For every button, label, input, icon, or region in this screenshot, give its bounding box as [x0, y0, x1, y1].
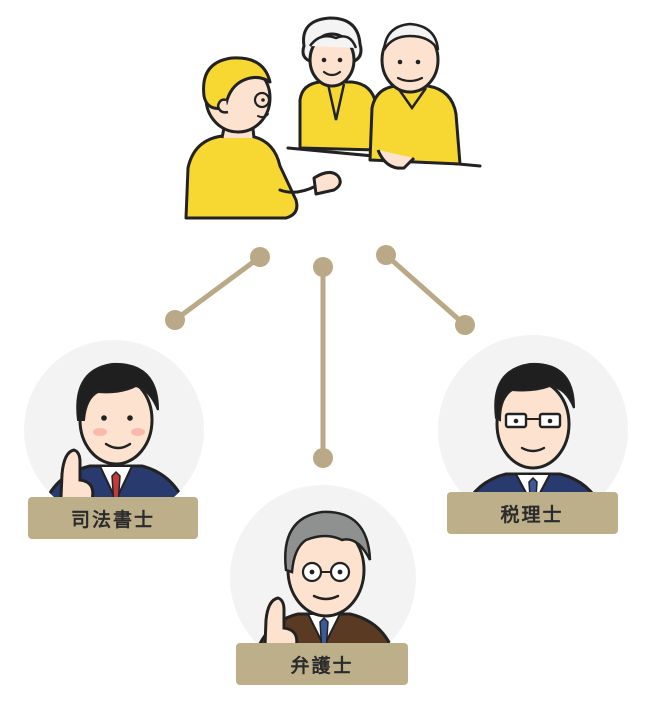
expert-card-tax-accountant: 税理士 [438, 335, 628, 534]
consultation-scene [184, 16, 482, 220]
connector-node-right-top [376, 245, 396, 265]
elderly-woman-figure [298, 16, 380, 152]
connector-node-left-bottom [165, 310, 185, 330]
expert-label: 弁護士 [290, 654, 353, 677]
connector-line-right [383, 252, 468, 328]
expert-card-lawyer: 弁護士 [230, 485, 416, 685]
consultant-figure [184, 56, 342, 220]
connector-group [165, 245, 475, 468]
connector-node-left-top [250, 247, 270, 267]
expert-card-judicial-scrivener: 司法書士 [24, 340, 204, 539]
expert-label-box [28, 497, 198, 539]
connector-node-center-top [313, 257, 333, 277]
expert-label: 司法書士 [71, 508, 155, 531]
connector-node-right-bottom [455, 315, 475, 335]
connector-line-left [172, 254, 263, 323]
elderly-man-figure [368, 22, 462, 170]
expert-label: 税理士 [500, 503, 563, 526]
expert-label-box [447, 492, 618, 534]
expert-label-box [236, 643, 408, 685]
connector-node-center-bottom [313, 448, 333, 468]
